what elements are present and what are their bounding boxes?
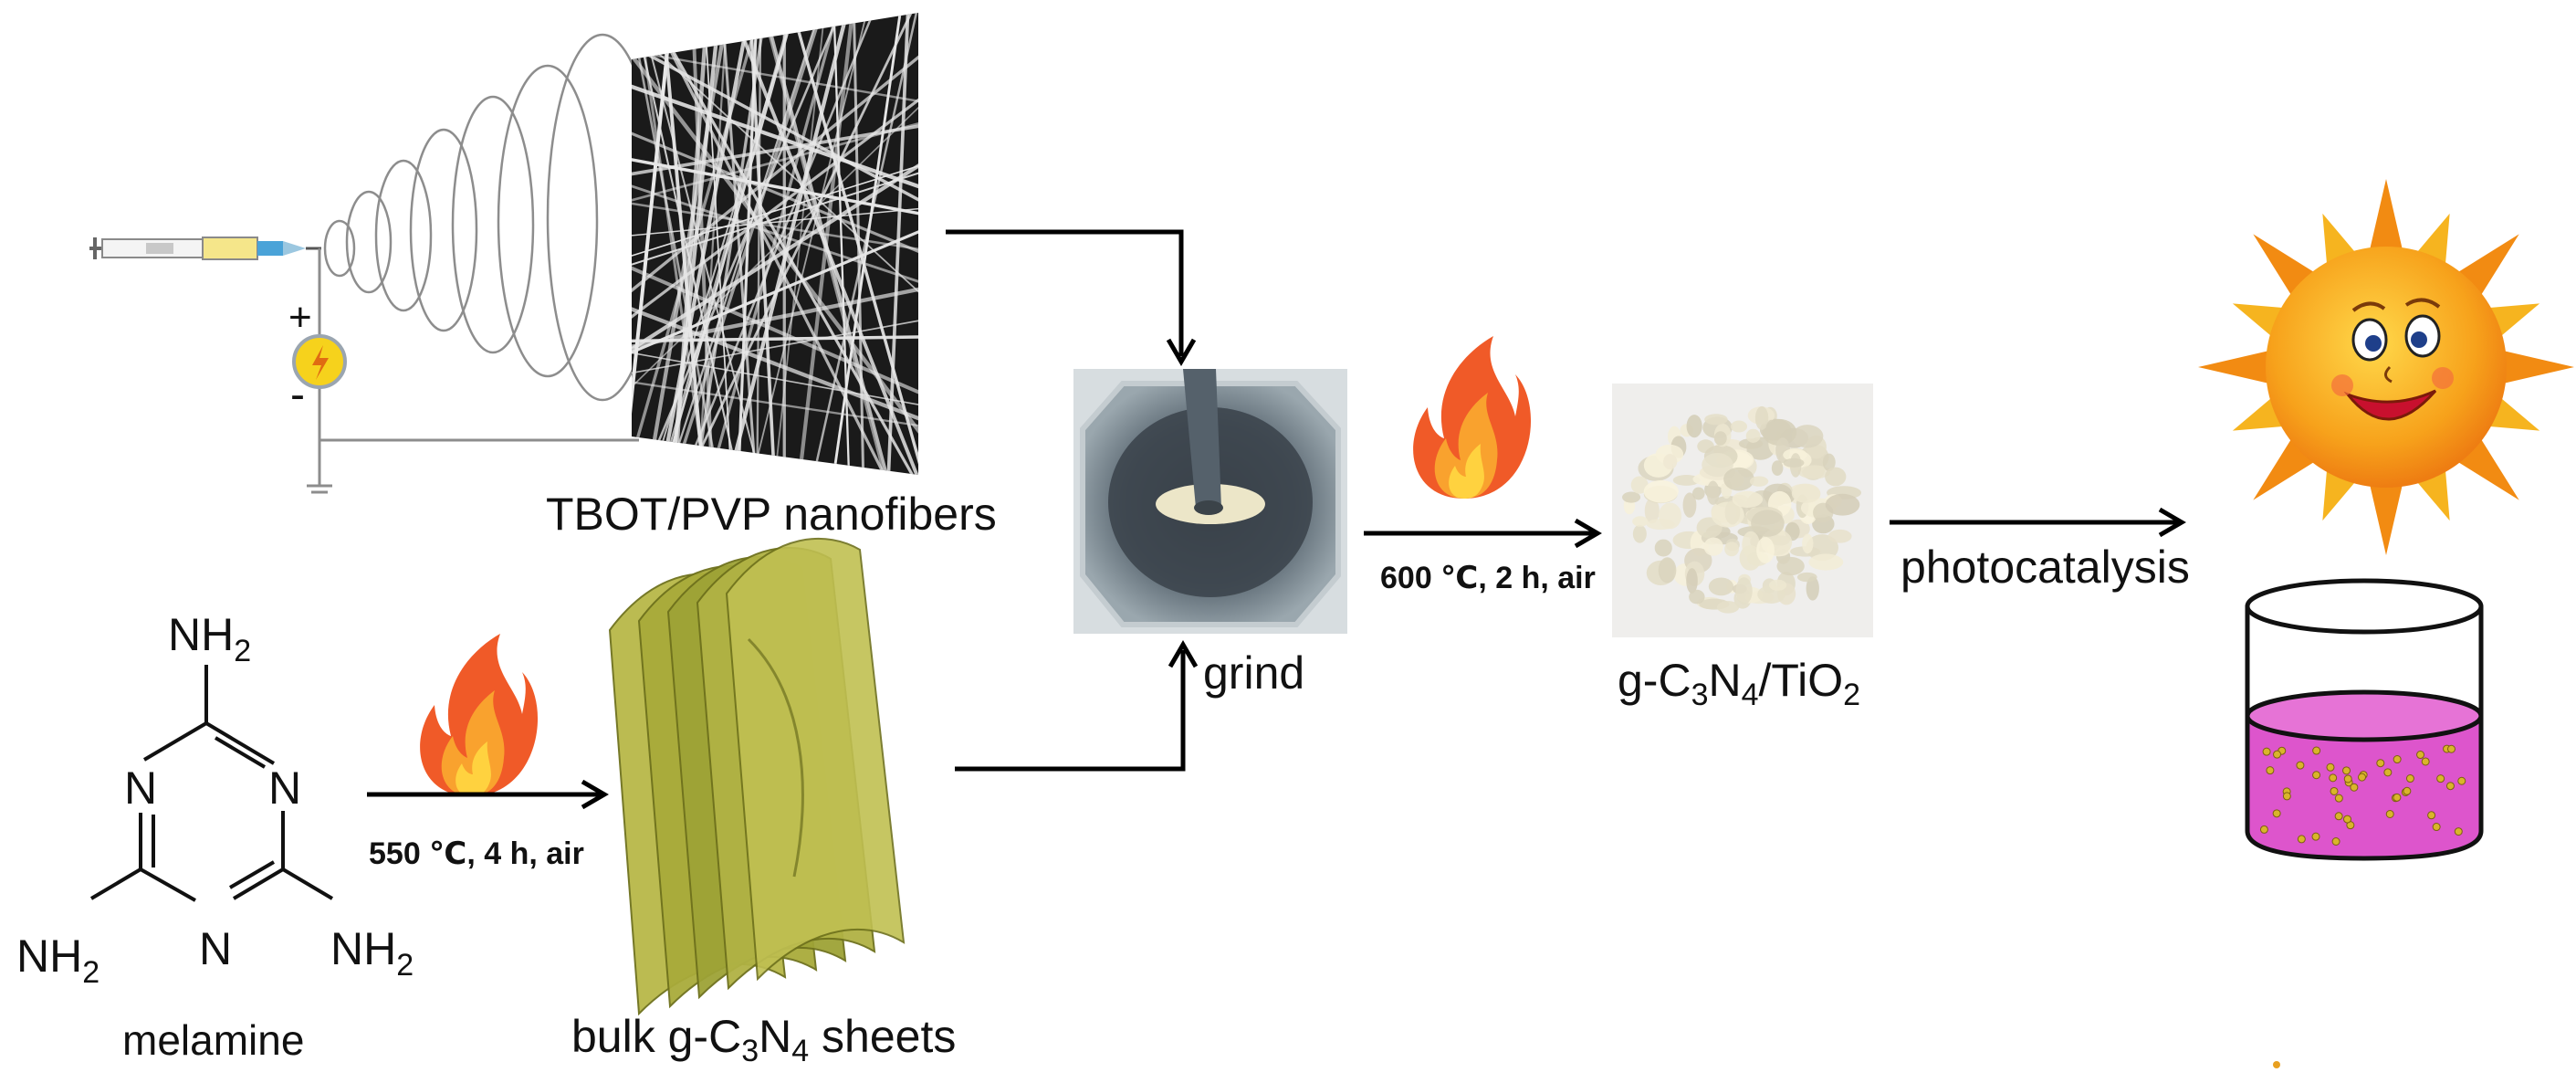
nanofiber-mat <box>632 13 918 475</box>
photocatalysis-label: photocatalysis <box>1901 542 2190 593</box>
syringe-icon <box>89 237 321 260</box>
mortar-photo <box>1073 369 1347 634</box>
condition-step2: 600 ℃, 2 h, air <box>1380 561 1596 595</box>
ring-n-right: N <box>268 762 302 814</box>
arrow-product-to-photocatalysis <box>1890 507 2186 538</box>
ring-n-left: N <box>124 762 158 814</box>
minus-sign: - <box>290 371 305 419</box>
nanofibers-label: TBOT/PVP nanofibers <box>546 489 997 540</box>
melamine-structure <box>89 665 334 902</box>
product-label: g-C3N4/TiO2 <box>1618 655 1861 712</box>
power-supply-icon: + - <box>288 248 639 494</box>
fire-icon <box>1413 336 1532 499</box>
arrow-sheets-to-mortar <box>955 640 1199 772</box>
fire-icon <box>420 634 539 796</box>
sun-face-icon <box>2198 179 2574 555</box>
condition-step1: 550 ℃, 4 h, air <box>369 836 584 871</box>
stray-dot <box>2273 1061 2280 1068</box>
plus-sign: + <box>288 295 312 340</box>
grind-label: grind <box>1203 647 1305 699</box>
powder-photo <box>1612 384 1873 637</box>
arrow-melamine-to-sheets <box>367 779 609 810</box>
ring-n-bottom: N <box>199 923 233 974</box>
nh2-right: NH2 <box>330 923 414 983</box>
arrow-nanofibers-to-mortar <box>946 229 1197 366</box>
nh2-top: NH2 <box>168 609 252 668</box>
bulk-sheets <box>608 537 906 1016</box>
nh2-left: NH2 <box>16 931 100 990</box>
arrow-mortar-to-product <box>1364 518 1602 549</box>
bulk-sheets-label: bulk g-C3N4 sheets <box>571 1011 957 1068</box>
electrospinning-jet <box>323 33 659 402</box>
melamine-label: melamine <box>122 1016 305 1064</box>
beaker-icon <box>2245 578 2484 861</box>
